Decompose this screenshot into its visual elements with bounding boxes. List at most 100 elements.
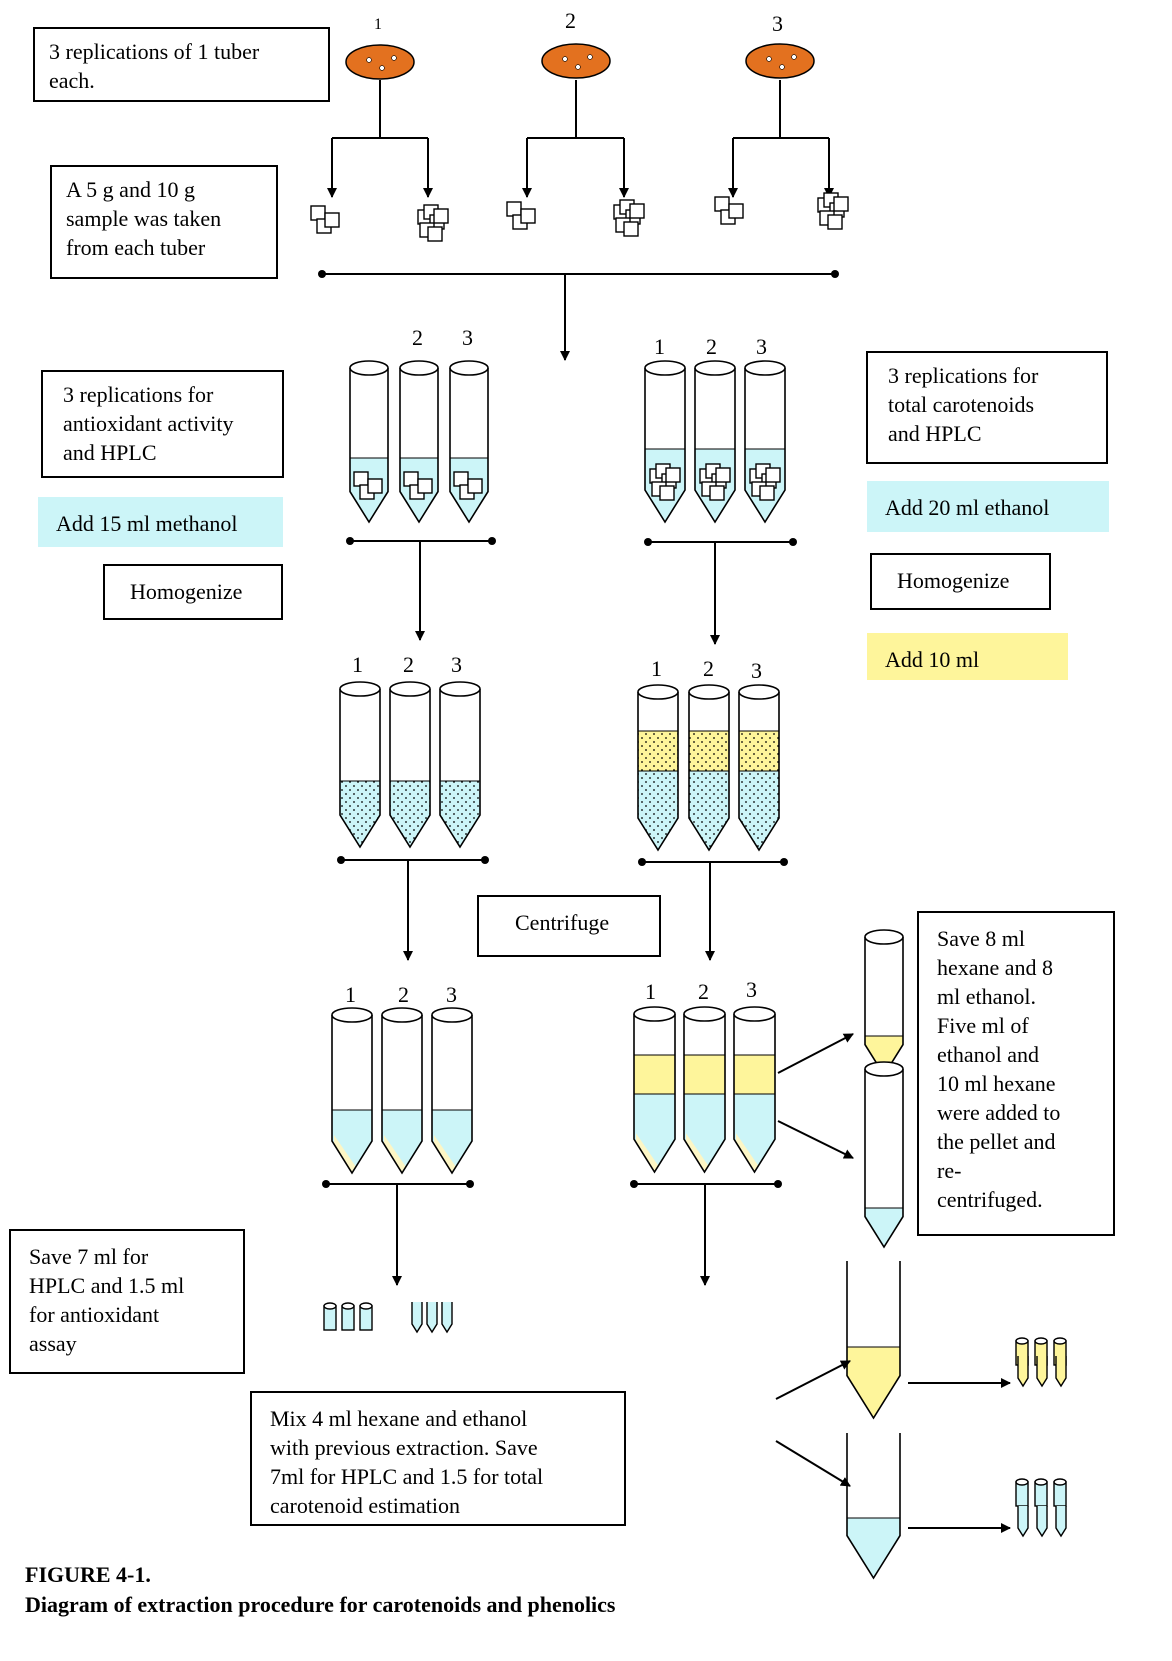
tube-cap [431, 1007, 473, 1023]
small-tube [441, 1302, 453, 1334]
junction-dot [322, 1180, 330, 1188]
text-line: total carotenoids [888, 392, 1035, 417]
tube-cap [683, 1006, 726, 1022]
homogenize-left-box: Homogenize [103, 564, 283, 620]
liquid-particles [689, 771, 729, 850]
text-line: Save 8 ml [937, 926, 1025, 951]
small-tube [1036, 1506, 1048, 1538]
tube-cap [688, 684, 730, 700]
tube-outline [683, 1014, 726, 1174]
tube-outline [331, 1015, 373, 1175]
test-tube [864, 1061, 904, 1249]
liquid-particles [638, 771, 678, 850]
test-tube [864, 929, 904, 1077]
tube-label: 1 [651, 656, 662, 681]
liquid-layer [847, 1518, 900, 1578]
tube-outline [846, 1261, 901, 1420]
tube-cap [439, 681, 481, 697]
minitube-body [1036, 1356, 1048, 1388]
tube-outline [431, 1015, 473, 1175]
test-tube [633, 1006, 676, 1174]
text-line: for antioxidant [29, 1302, 160, 1327]
minitube-body [1055, 1356, 1067, 1388]
tube-cap [331, 1007, 373, 1023]
cube [714, 196, 730, 212]
liquid-layer [865, 1036, 903, 1075]
text-line: and HPLC [63, 440, 157, 465]
tube-label: 1 [345, 982, 356, 1007]
save-hexane-ethanol-box: Save 8 ml hexane and 8 ml ethanol. Five … [917, 911, 1115, 1236]
tube-cap [644, 360, 686, 376]
pellet [686, 1133, 709, 1171]
liquid-layer [684, 1055, 725, 1094]
vial-cap [1053, 1478, 1067, 1486]
cube [715, 467, 731, 483]
figure-title: Diagram of extraction procedure for caro… [25, 1592, 616, 1617]
minitube-body [1036, 1506, 1048, 1538]
test-tube [688, 684, 730, 852]
sample-cubes [403, 471, 433, 500]
tuber-eye [791, 54, 797, 60]
small-tube [1055, 1506, 1067, 1538]
test-tube [683, 1006, 726, 1174]
junction-dot [780, 858, 788, 866]
tuber-eye [379, 65, 385, 71]
tuber-eye [366, 57, 372, 63]
sample-cubes [310, 205, 340, 234]
text-line: 7ml for HPLC and 1.5 for total [270, 1464, 544, 1489]
text-line: re- [937, 1158, 962, 1183]
tuber [745, 43, 815, 79]
cube [310, 205, 326, 221]
liquid-layer [865, 1208, 903, 1247]
tube-cap [633, 1006, 676, 1022]
test-tube [733, 1006, 776, 1174]
text-line: assay [29, 1331, 77, 1356]
pellet [434, 1135, 456, 1172]
tube-label: 3 [756, 334, 767, 359]
cube [453, 471, 469, 487]
tube-cap [381, 1007, 423, 1023]
test-tube [846, 1433, 901, 1580]
cube [433, 208, 449, 224]
tuber-eye [562, 56, 568, 62]
carotenoid-replications-box: 3 replications for total carotenoids and… [866, 351, 1108, 464]
tube-label: 3 [751, 658, 762, 683]
junction-dot [789, 538, 797, 546]
junction-dot [318, 270, 326, 278]
tuber-shape [541, 43, 611, 79]
sample-cubes [817, 192, 849, 230]
tube-label: 1 [654, 334, 665, 359]
tube-outline [389, 689, 431, 849]
vial-cap [1015, 1478, 1029, 1486]
tube-cap [694, 360, 736, 376]
add-ethanol-label: Add 20 ml ethanol [867, 481, 1109, 532]
junction-dot [346, 537, 354, 545]
text-line: with previous extraction. Save [270, 1435, 538, 1460]
cube [665, 467, 681, 483]
flow-arrow [775, 1360, 851, 1400]
tube-label: 1 [645, 979, 656, 1004]
liquid-layer [734, 1055, 775, 1094]
tuber [541, 43, 611, 79]
text-line: antioxidant activity [63, 411, 234, 436]
junction-dot [638, 858, 646, 866]
tube-cap [389, 681, 431, 697]
sample-cubes [749, 463, 781, 501]
liquid-particles [638, 731, 678, 771]
text-line: 3 replications for [63, 382, 214, 407]
liquid-particles [689, 731, 729, 771]
tube-label: 3 [451, 652, 462, 677]
vial-cap [1034, 1337, 1048, 1345]
cube [827, 214, 843, 230]
cube [759, 485, 775, 501]
text-line: from each tuber [66, 235, 206, 260]
minitube-body [426, 1302, 438, 1334]
tube-label: 2 [703, 656, 714, 681]
junction-dot [630, 1180, 638, 1188]
test-tube [339, 681, 381, 849]
sample-cubes [417, 204, 449, 242]
tuber-shape [745, 43, 815, 79]
text-line: A 5 g and 10 g [66, 177, 195, 202]
vial-cap [323, 1302, 337, 1310]
tube-cap [864, 1061, 904, 1077]
